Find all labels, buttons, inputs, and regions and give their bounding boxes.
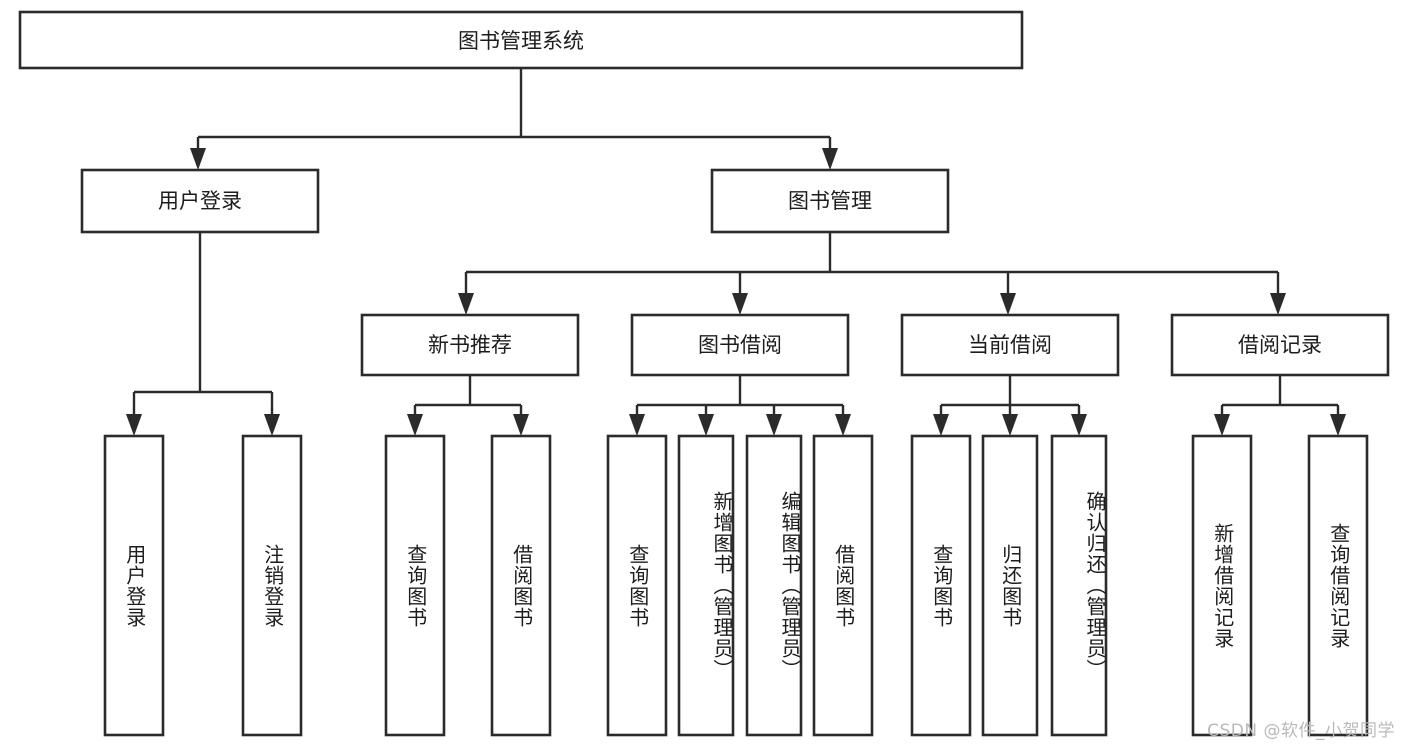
node-user-login-box[interactable] (80, 168, 320, 234)
arrow-head-icon (1330, 414, 1346, 436)
node-current-borrow[interactable]: 当前借阅 (900, 313, 1120, 377)
node-book-manage[interactable]: 图书管理 (710, 168, 950, 234)
arrow-head-icon (126, 414, 142, 436)
arrow-head-icon (407, 414, 423, 436)
arrow-head-icon (766, 414, 782, 436)
leaf-box-query-record[interactable] (1307, 434, 1369, 737)
node-book-borrow-label: 图书借阅 (698, 333, 782, 357)
arrow-head-icon (1214, 414, 1230, 436)
connector-newbook-to-leaves (407, 375, 529, 436)
arrow-head-icon (629, 414, 645, 436)
arrow-head-icon (835, 414, 851, 436)
node-root[interactable]: 图书管理系统 (18, 10, 1024, 70)
node-current-borrow-label: 当前借阅 (968, 333, 1052, 357)
node-borrow-record-label: 借阅记录 (1238, 333, 1322, 357)
arrow-head-icon (933, 414, 949, 436)
leaf-box-query-book-2[interactable] (606, 434, 668, 737)
leaf-box-query-book-3[interactable] (910, 434, 972, 737)
csdn-watermark: CSDN @软件_小贺同学 (1207, 721, 1395, 741)
leaf-box-return-book[interactable] (981, 434, 1039, 737)
node-book-borrow[interactable]: 图书借阅 (630, 313, 850, 377)
arrow-head-icon (458, 293, 474, 315)
leaf-box-user-login[interactable] (103, 434, 165, 737)
leaf-box-borrow-book-1[interactable] (490, 434, 552, 737)
connector-currentborrow-to-leaves (933, 375, 1087, 436)
arrow-head-icon (264, 414, 280, 436)
node-root-box[interactable] (18, 10, 1024, 70)
connector-root-to-level2 (190, 68, 838, 170)
arrow-head-icon (822, 148, 838, 170)
leaf-box-confirm-return[interactable] (1050, 434, 1108, 737)
node-current-borrow-box[interactable] (900, 313, 1120, 377)
leaf-box-edit-book[interactable] (745, 434, 803, 737)
leaf-box-add-book[interactable] (677, 434, 735, 737)
node-root-label: 图书管理系统 (458, 29, 584, 53)
leaf-box-add-record[interactable] (1191, 434, 1253, 737)
arrow-head-icon (732, 293, 748, 315)
arrow-head-icon (698, 414, 714, 436)
arrow-head-icon (513, 414, 529, 436)
node-borrow-record[interactable]: 借阅记录 (1170, 313, 1390, 377)
arrow-head-icon (1071, 414, 1087, 436)
leaf-box-borrow-book-2[interactable] (812, 434, 874, 737)
arrow-head-icon (1002, 414, 1018, 436)
node-new-book-recommend[interactable]: 新书推荐 (360, 313, 580, 377)
connector-bookmanage-to-level3 (458, 232, 1286, 315)
arrow-head-icon (190, 148, 206, 170)
connector-userlogin-to-leaves (126, 232, 280, 436)
node-user-login-label: 用户登录 (158, 189, 242, 213)
node-book-manage-label: 图书管理 (788, 189, 872, 213)
leaf-box-logout[interactable] (241, 434, 303, 737)
connector-borrowrecord-to-leaves (1214, 375, 1346, 436)
leaf-box-query-book-1[interactable] (384, 434, 446, 737)
arrow-head-icon (1000, 293, 1016, 315)
connector-bookborrow-to-leaves (629, 375, 851, 436)
node-new-book-recommend-label: 新书推荐 (428, 333, 512, 357)
node-user-login[interactable]: 用户登录 (80, 168, 320, 234)
node-new-book-recommend-box[interactable] (360, 313, 580, 377)
arrow-head-icon (1270, 293, 1286, 315)
